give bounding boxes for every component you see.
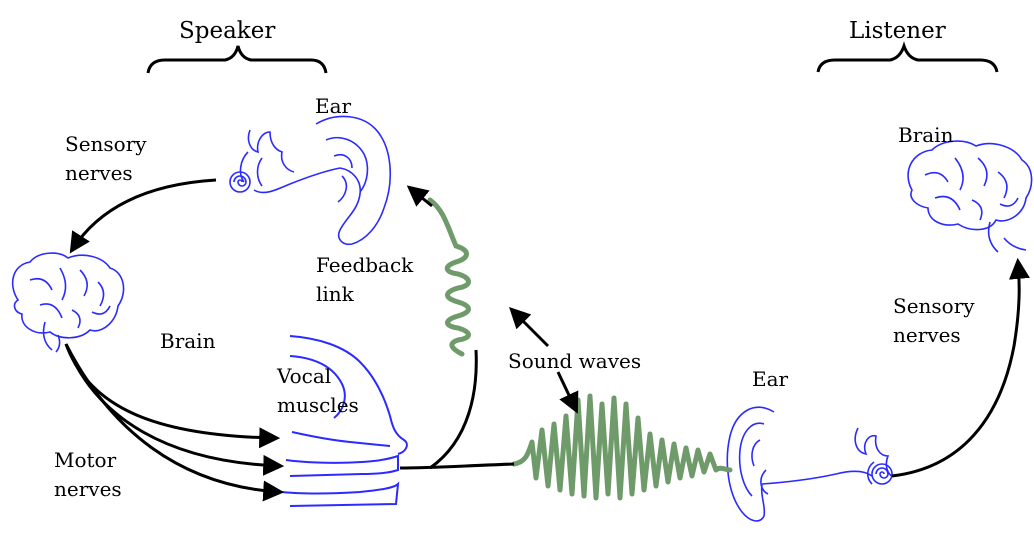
listener-ear-label: Ear — [752, 365, 788, 394]
connector-lines — [400, 350, 514, 468]
motor-nerves-label: Motor nerves — [54, 446, 122, 504]
listener-title: Listener — [849, 17, 946, 46]
listener-ear-icon — [727, 407, 892, 521]
feedback-arrow — [410, 188, 432, 206]
speaker-brace — [148, 46, 326, 73]
listener-sensory-nerves-label: Sensory nerves — [893, 292, 975, 350]
speaker-brain-icon — [13, 253, 124, 352]
listener-brace — [818, 46, 997, 72]
speaker-ear-icon — [230, 116, 390, 244]
feedback-wave — [430, 200, 469, 354]
speaker-sensory-nerves-label: Sensory nerves — [65, 130, 147, 188]
sound-arrow-down — [558, 372, 576, 410]
speaker-sensory-arrow — [72, 180, 216, 250]
sound-waves-label: Sound waves — [508, 347, 641, 376]
sound-arrow-up — [512, 310, 548, 346]
speaker-title: Speaker — [179, 17, 275, 46]
listener-brain-label: Brain — [898, 121, 953, 150]
listener-brain-icon — [908, 141, 1031, 252]
motor-arrow-1 — [66, 344, 276, 438]
speaker-brain-label: Brain — [160, 327, 215, 356]
speaker-ear-label: Ear — [315, 92, 351, 121]
vocal-muscles-label: Vocal muscles — [277, 362, 359, 420]
sound-wave — [514, 396, 730, 498]
feedback-link-label: Feedback link — [316, 251, 413, 309]
